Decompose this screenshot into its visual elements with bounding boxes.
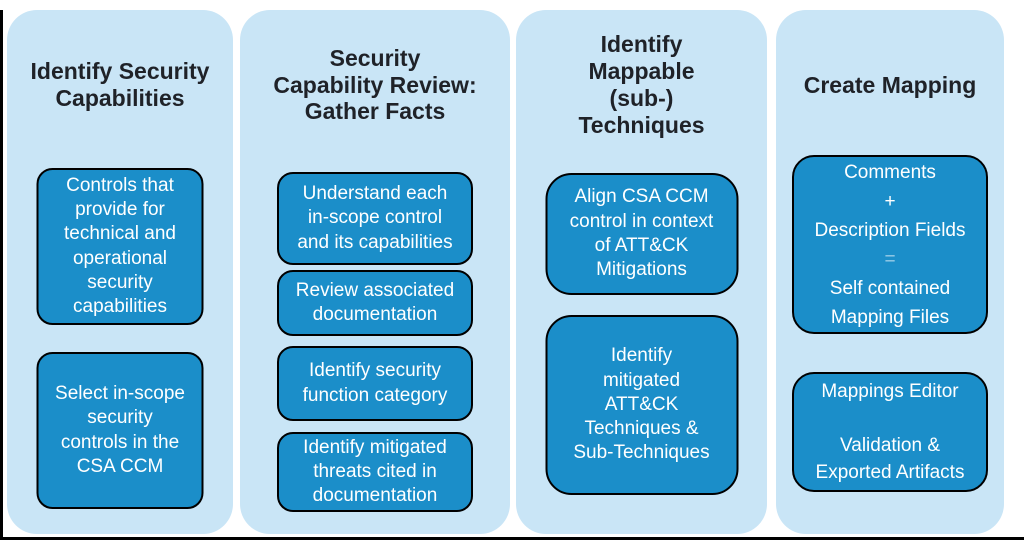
- phase-column-identify-security-capabilities: Identify Security Capabilities Controls …: [7, 10, 233, 534]
- step-box: Controls that provide for technical and …: [36, 168, 204, 325]
- step-box: Identify mitigated ATT&CK Techniques & S…: [545, 315, 738, 495]
- phase-title: Create Mapping: [803, 71, 977, 98]
- phase-column-create-mapping: Create Mapping Comments + Description Fi…: [776, 10, 1004, 534]
- slide-edge-line-left: [0, 10, 3, 540]
- plus-sign: +: [884, 190, 896, 212]
- step-box: Mappings Editor Validation & Exported Ar…: [792, 372, 988, 492]
- phase-title: Security Capability Review: Gather Facts: [273, 44, 477, 125]
- phase-title: Identify Mappable (sub-) Techniques: [578, 31, 705, 138]
- step-box: Select in-scope security controls in the…: [36, 352, 204, 509]
- step-box: Align CSA CCM control in context of ATT&…: [545, 173, 738, 295]
- step-box: Comments + Description Fields = Self con…: [792, 155, 988, 334]
- step-box: Identify security function category: [277, 346, 473, 421]
- step-box-line: Self contained: [829, 277, 951, 299]
- slide-edge-line-bottom: [0, 537, 1024, 540]
- step-box: Review associated documentation: [277, 270, 473, 336]
- equals-sign: =: [884, 248, 896, 270]
- step-box-line: Description Fields: [814, 219, 966, 241]
- step-box: Understand each in-scope control and its…: [277, 172, 473, 265]
- phase-column-identify-mappable-techniques: Identify Mappable (sub-) Techniques Alig…: [516, 10, 767, 534]
- step-box-line: Mapping Files: [830, 306, 950, 328]
- step-box: Identify mitigated threats cited in docu…: [277, 432, 473, 512]
- phase-column-security-capability-review: Security Capability Review: Gather Facts…: [240, 10, 510, 534]
- step-box-line: Comments: [844, 161, 936, 183]
- phase-title: Identify Security Capabilities: [30, 58, 210, 111]
